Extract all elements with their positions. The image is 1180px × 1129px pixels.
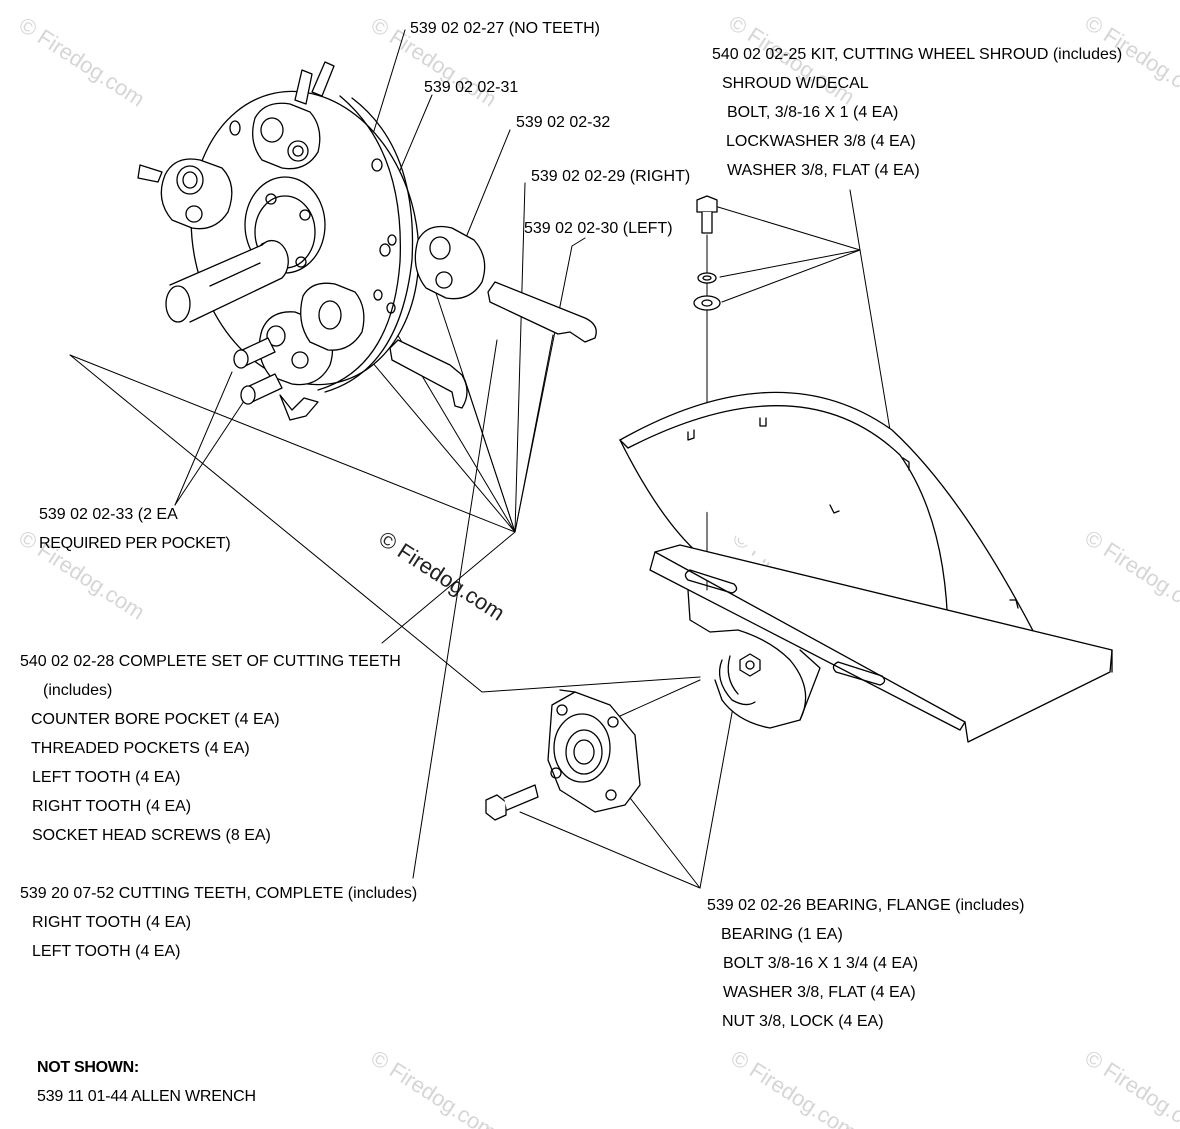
teeth-52-title: 539 20 07-52 CUTTING TEETH, COMPLETE (in… xyxy=(20,885,418,902)
label-part-33-line2: REQUIRED PER POCKET) xyxy=(39,535,231,552)
bearing-26-title: 539 02 02-26 BEARING, FLANGE (includes) xyxy=(707,897,1025,914)
shroud-kit-title: 540 02 02-25 KIT, CUTTING WHEEL SHROUD (… xyxy=(712,46,1123,63)
label-part-30: 539 02 02-30 (LEFT) xyxy=(524,220,673,237)
shroud-kit-item: BOLT, 3/8-16 X 1 (4 EA) xyxy=(727,104,899,121)
flange-bearing xyxy=(485,689,641,821)
cutting-wheel-assembly xyxy=(137,61,597,421)
leader-lines xyxy=(69,29,891,889)
label-part-29: 539 02 02-29 (RIGHT) xyxy=(531,168,691,185)
label-part-33-line1: 539 02 02-33 (2 EA xyxy=(39,506,178,523)
cutting-wheel-shroud xyxy=(619,195,1113,743)
shroud-kit-item: SHROUD W/DECAL xyxy=(722,75,869,92)
bearing-26-item: WASHER 3/8, FLAT (4 EA) xyxy=(723,984,916,1001)
teeth-set-28-title: 540 02 02-28 COMPLETE SET OF CUTTING TEE… xyxy=(20,653,401,670)
label-part-27: 539 02 02-27 (NO TEETH) xyxy=(410,20,601,37)
teeth-set-28-item: RIGHT TOOTH (4 EA) xyxy=(32,798,192,815)
teeth-set-28-item: (includes) xyxy=(43,682,113,699)
not-shown-item: 539 11 01-44 ALLEN WRENCH xyxy=(37,1088,256,1105)
teeth-set-28-item: LEFT TOOTH (4 EA) xyxy=(32,769,181,786)
bearing-26-item: BOLT 3/8-16 X 1 3/4 (4 EA) xyxy=(723,955,919,972)
teeth-set-28-item: THREADED POCKETS (4 EA) xyxy=(31,740,250,757)
shroud-kit-item: LOCKWASHER 3/8 (4 EA) xyxy=(726,133,916,150)
teeth-set-28-item: SOCKET HEAD SCREWS (8 EA) xyxy=(32,827,271,844)
shroud-kit-item: WASHER 3/8, FLAT (4 EA) xyxy=(727,162,920,179)
teeth-52-item: RIGHT TOOTH (4 EA) xyxy=(32,914,192,931)
bearing-26-item: BEARING (1 EA) xyxy=(721,926,843,943)
teeth-52-item: LEFT TOOTH (4 EA) xyxy=(32,943,181,960)
label-part-32: 539 02 02-32 xyxy=(516,114,611,131)
not-shown-heading: NOT SHOWN: xyxy=(37,1059,139,1076)
teeth-set-28-item: COUNTER BORE POCKET (4 EA) xyxy=(31,711,280,728)
label-part-31: 539 02 02-31 xyxy=(424,79,519,96)
bearing-26-item: NUT 3/8, LOCK (4 EA) xyxy=(722,1013,884,1030)
